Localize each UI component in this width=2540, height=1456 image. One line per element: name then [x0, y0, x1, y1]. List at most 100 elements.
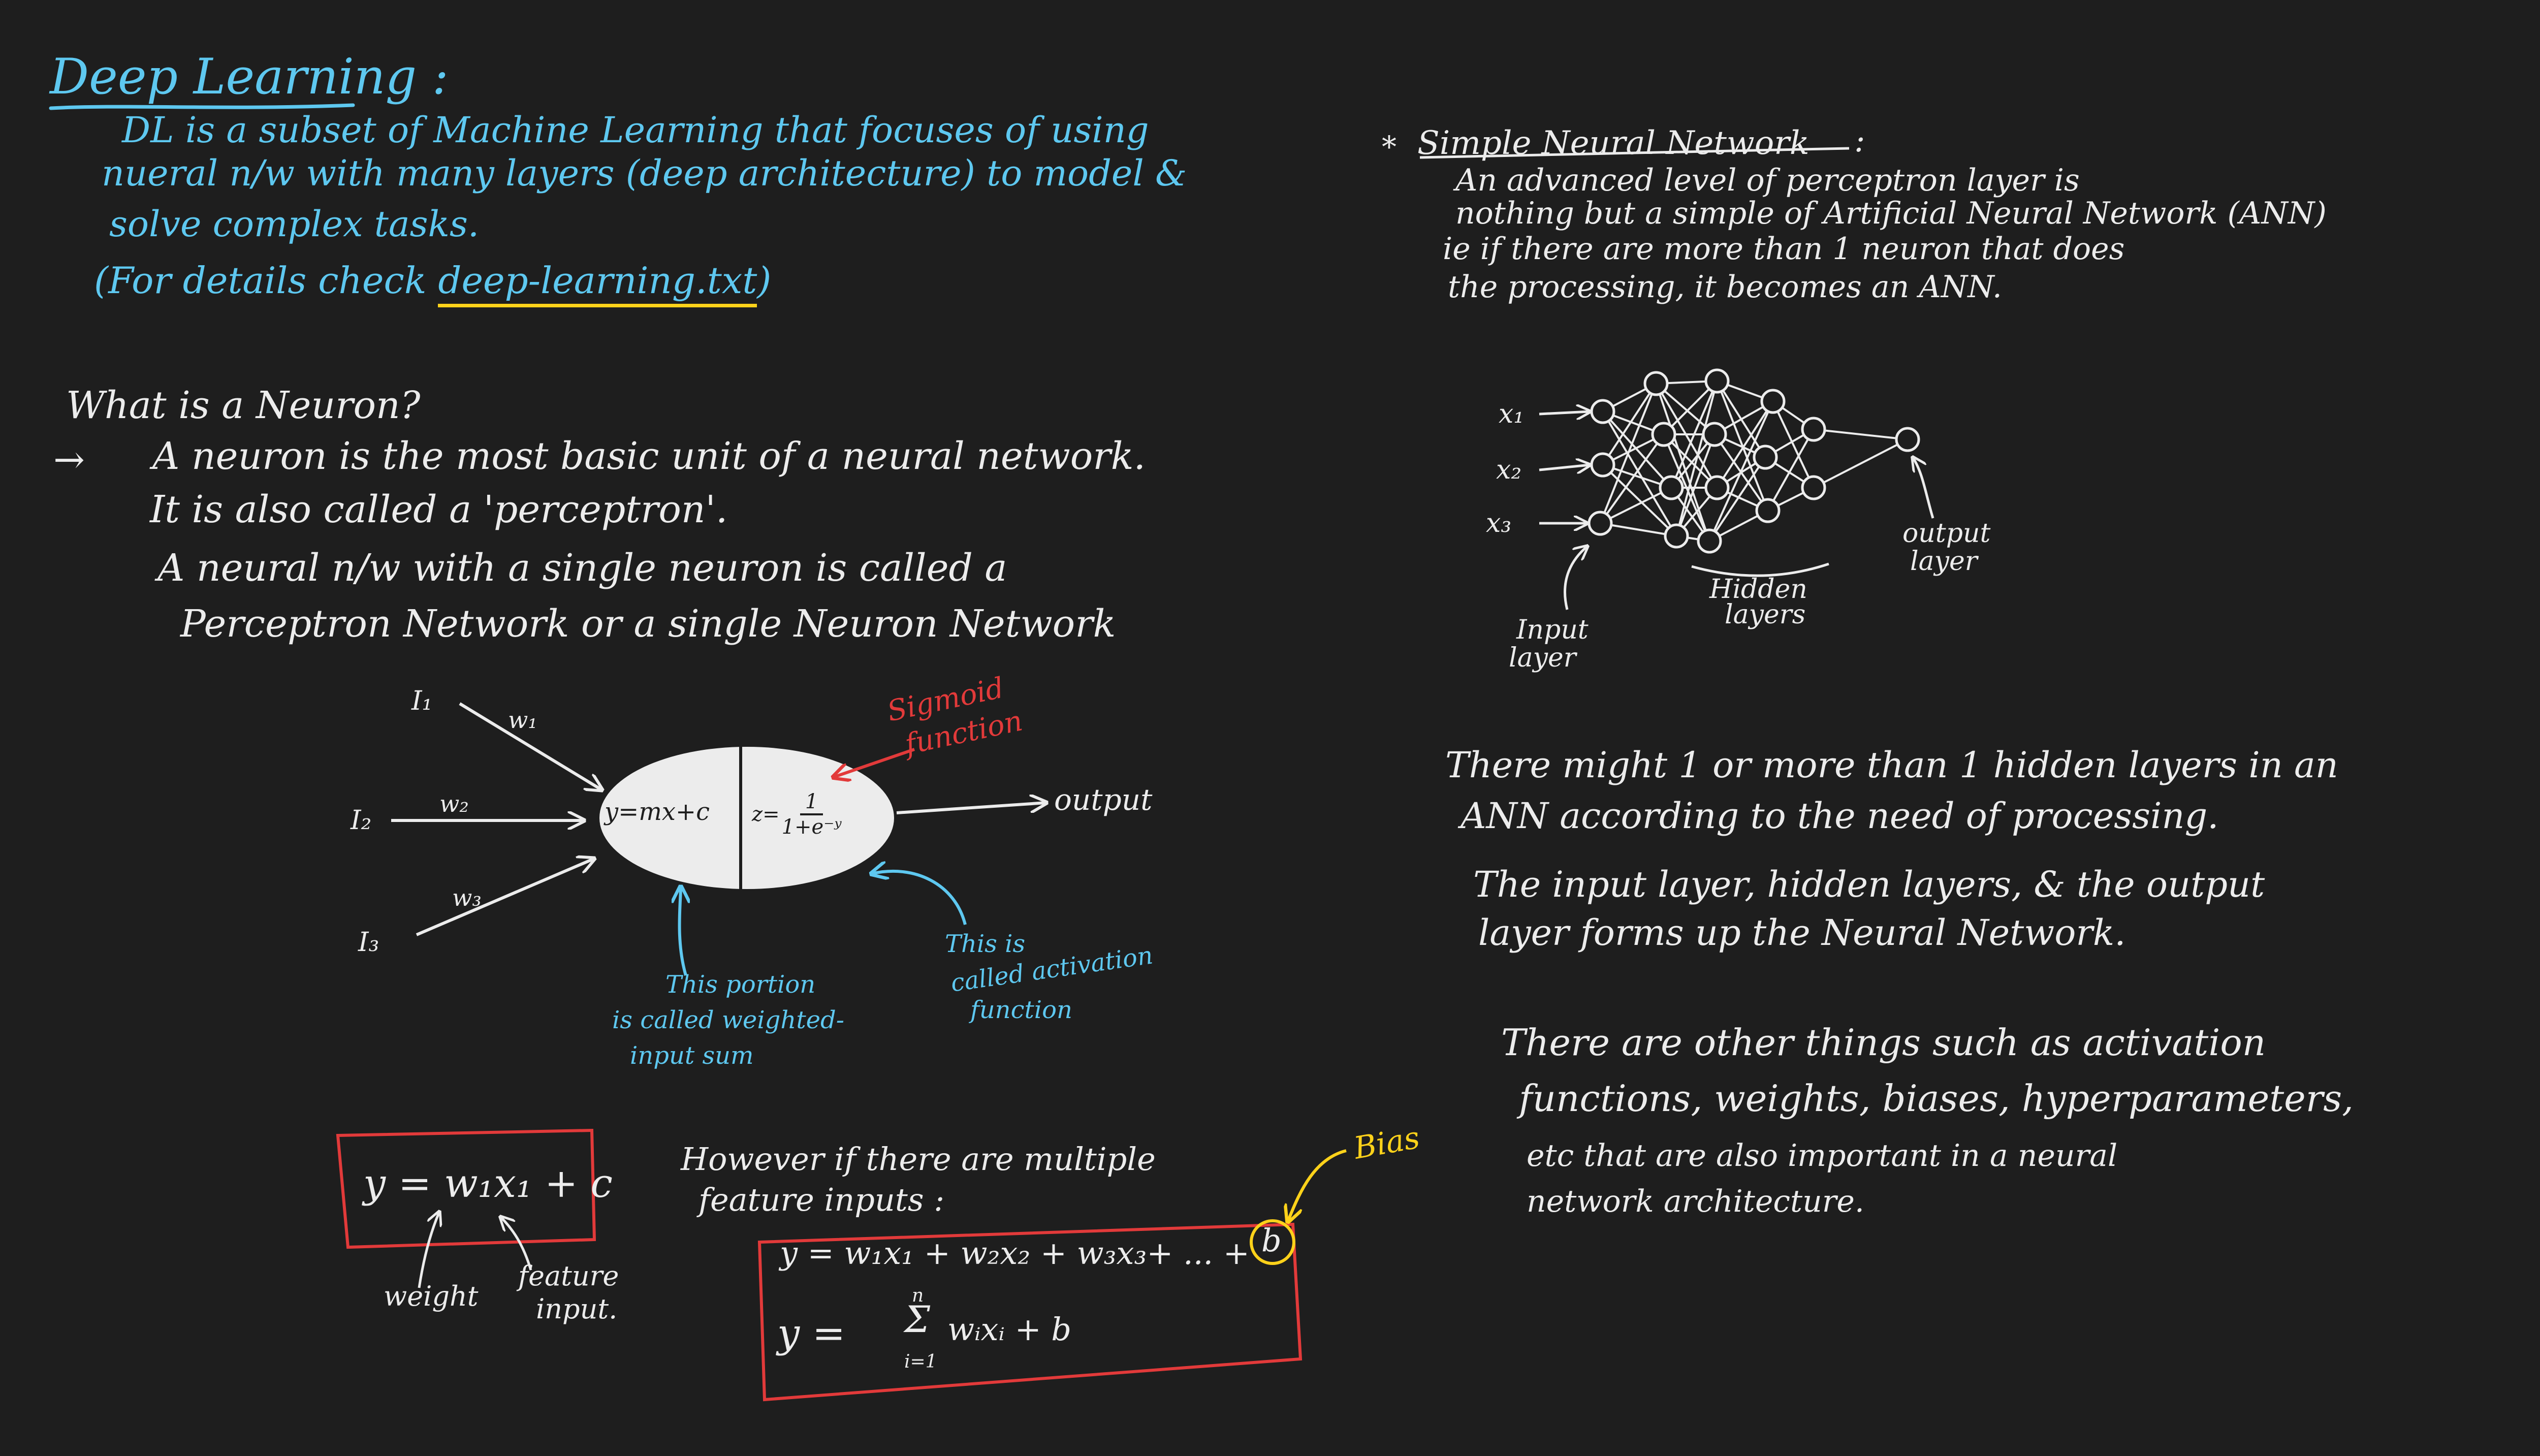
ann-node [1588, 511, 1613, 536]
details-suffix: ) [757, 259, 772, 302]
note-3-line-4: network architecture. [1527, 1184, 1864, 1219]
ann-node [1697, 528, 1722, 554]
ann-node [1760, 389, 1786, 414]
ann-hidden-label-1: Hidden [1709, 574, 1807, 605]
multi-eq-box-outline [757, 1222, 1303, 1402]
ann-edge [1716, 381, 1769, 511]
dl-definition-line-1: DL is a subset of Machine Learning that … [122, 109, 1149, 151]
ann-node [1651, 422, 1676, 447]
note-3-line-2: functions, weights, biases, hyperparamet… [1519, 1077, 2354, 1120]
output-label: output [1054, 782, 1153, 817]
ann-node [1702, 422, 1727, 447]
ann-node [1590, 399, 1615, 424]
ann-edge [1708, 401, 1774, 542]
page-title: Deep Learning : [50, 48, 449, 105]
ann-edge [1599, 433, 1665, 524]
ann-edge [1675, 381, 1718, 536]
activation-arrow [871, 871, 967, 925]
sigmoid-numerator: 1 [800, 790, 823, 815]
bias-arrow [1288, 1149, 1347, 1222]
neuron-def-line-4: Perceptron Network or a single Neuron Ne… [180, 602, 1116, 646]
multi-input-intro-2: feature inputs : [698, 1181, 945, 1218]
neuron-def-line-1: A neuron is the most basic unit of a neu… [152, 434, 1146, 478]
weighted-sum-label-3: input sum [630, 1041, 754, 1070]
ann-node [1801, 475, 1826, 500]
single-input-equation: y = w₁x₁ + c [363, 1161, 613, 1207]
ann-edge [1602, 410, 1672, 489]
ann-node [1590, 452, 1615, 478]
ann-edge [1602, 464, 1677, 537]
weight-label-3: w₃ [452, 884, 482, 911]
note-1-line-2: ANN according to the need of processing. [1460, 795, 2219, 837]
multi-input-equation-1: y = w₁x₁ + w₂x₂ + w₃x₃+ ... + [780, 1235, 1250, 1272]
output-arrow [896, 803, 1046, 814]
output-layer-arrow [1913, 457, 1934, 519]
title-underline [49, 103, 355, 110]
x2-arrow [1539, 465, 1590, 470]
snn-title-underline [1419, 147, 1850, 159]
ann-hidden-label-2: layers [1725, 599, 1806, 630]
multi-input-equation-2-term: wᵢxᵢ + b [947, 1311, 1072, 1348]
ann-node [1753, 445, 1778, 470]
ann-node [1659, 475, 1684, 500]
neuron-question: What is a Neuron? [66, 384, 421, 427]
multi-input-equation-2-prefix: y = [777, 1311, 846, 1356]
bias-circle [1250, 1219, 1295, 1265]
sum-sigma: Σ [904, 1298, 930, 1341]
snn-line-3: ie if there are more than 1 neuron that … [1443, 231, 2125, 267]
activation-label-3: function [970, 996, 1072, 1024]
ann-node [1664, 523, 1689, 549]
weighted-sum-label-2: is called weighted- [612, 1006, 844, 1034]
neuron-ellipse [599, 747, 894, 889]
sum-upper-limit: n [912, 1285, 924, 1306]
neuron-sigmoid-part: z= 1 1+e⁻ʸ [752, 790, 842, 839]
note-3-line-3: etc that are also important in a neural [1527, 1138, 2118, 1174]
ann-input-layer-label-1: Input [1516, 615, 1589, 645]
ann-edge [1772, 401, 1815, 488]
weight-annotation: weight [384, 1280, 479, 1312]
input-label-2: I₂ [351, 805, 372, 836]
ann-input-layer-label-2: layer [1509, 643, 1576, 673]
ann-output-label-1: output [1902, 518, 1991, 549]
ann-edge [1600, 487, 1672, 524]
weight-label-1: w₁ [508, 706, 537, 734]
ann-node [1704, 475, 1730, 500]
dl-definition-line-2: nueral n/w with many layers (deep archit… [102, 152, 1187, 194]
details-prefix: (For details check [94, 259, 427, 302]
formula-box-outline [336, 1128, 596, 1249]
ann-node [1643, 371, 1669, 396]
snn-line-4: the processing, it becomes an ANN. [1448, 269, 2002, 305]
feature-arrow [500, 1217, 532, 1271]
sigmoid-arrow [833, 748, 915, 777]
ann-nodes [1588, 368, 1920, 554]
neuron-def-line-3: A neural n/w with a single neuron is cal… [157, 546, 1007, 590]
details-link[interactable]: deep-learning.txt [438, 259, 757, 307]
x1-arrow [1539, 412, 1590, 414]
sigmoid-z-prefix: z= [752, 803, 780, 826]
snn-title-bullet: * [1382, 130, 1396, 164]
neuron-arrow: → [53, 438, 85, 482]
ann-edge [1708, 456, 1766, 542]
input-arrow-1 [459, 702, 602, 790]
multi-input-intro-1: However if there are multiple [681, 1141, 1156, 1178]
weight-label-2: w₂ [439, 790, 469, 817]
ann-edge [1599, 383, 1657, 524]
weighted-sum-arrow [680, 887, 686, 976]
input-label-1: I₁ [411, 686, 433, 716]
ann-edge [1600, 522, 1677, 537]
dl-definition-line-3: solve complex tasks. [109, 203, 480, 245]
ann-edge [1675, 434, 1716, 536]
sigmoid-denominator: 1+e⁻ʸ [781, 815, 842, 839]
ann-edge [1670, 381, 1718, 488]
snn-line-2: nothing but a simple of Artificial Neura… [1455, 196, 2327, 231]
ann-edge [1716, 400, 1774, 489]
note-2-line-1: The input layer, hidden layers, & the ou… [1473, 864, 2265, 905]
note-1-line-1: There might 1 or more than 1 hidden laye… [1445, 744, 2338, 786]
ann-input-x3: x₃ [1486, 508, 1512, 539]
ann-node [1895, 427, 1920, 452]
ann-edge [1813, 438, 1908, 489]
hidden-layers-brace [1691, 562, 1829, 577]
ann-edge [1813, 428, 1908, 440]
